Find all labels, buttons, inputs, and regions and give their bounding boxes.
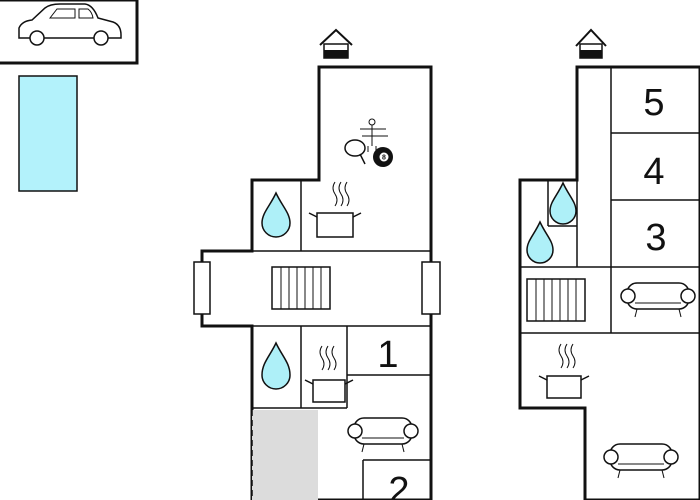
sofa-icon	[603, 443, 679, 479]
cooking-pot-icon	[538, 343, 590, 399]
water-drop-icon	[261, 191, 291, 238]
water-drop-icon	[549, 181, 577, 225]
room-number-5: 5	[643, 82, 664, 124]
foosball-icon	[360, 118, 388, 152]
room-number-2: 2	[388, 470, 409, 500]
cooking-pot-icon	[304, 345, 354, 403]
cooking-pot-icon	[308, 181, 362, 238]
radiator-icon	[526, 278, 586, 322]
water-drop-icon	[261, 341, 291, 390]
entrance-icon	[319, 28, 353, 59]
room-number-4: 4	[643, 151, 664, 193]
room-number-3: 3	[645, 217, 666, 259]
billiard-ball-icon: 8	[373, 147, 393, 167]
radiator-icon	[271, 266, 331, 310]
car-icon	[18, 3, 122, 46]
window-icon	[421, 261, 441, 315]
billiard-ball-label: 8	[382, 155, 386, 162]
room-number-1: 1	[377, 334, 398, 376]
entrance-icon	[575, 28, 607, 59]
window-icon	[193, 261, 211, 315]
water-drop-icon	[526, 220, 554, 264]
outdoor-area	[252, 410, 318, 500]
parking-box	[0, 0, 139, 65]
sofa-icon	[620, 282, 696, 318]
table-tennis-icon	[344, 139, 366, 165]
pool-icon	[18, 75, 78, 192]
sofa-icon	[347, 417, 419, 453]
